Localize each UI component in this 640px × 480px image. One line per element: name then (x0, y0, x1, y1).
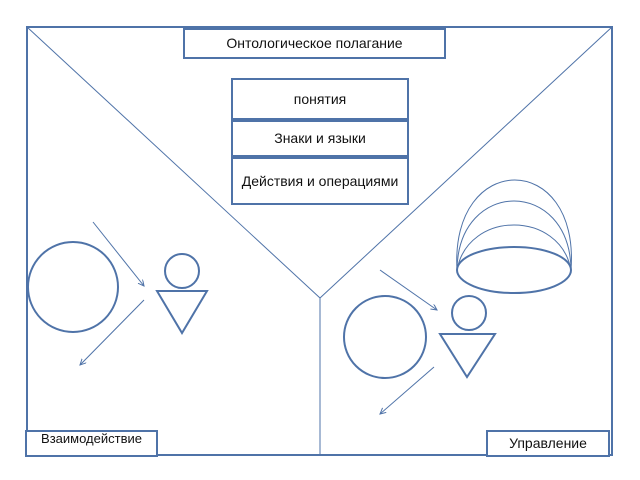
right-large-circle (343, 295, 427, 379)
signs-and-languages-box: Знаки и языки (231, 120, 409, 157)
left-arrow-upper (92, 221, 144, 286)
dome-base-ellipse (456, 246, 572, 294)
dome-middle-arc (456, 200, 572, 271)
right-arrow-lower (380, 366, 435, 414)
divider-left-diagonal (26, 26, 321, 299)
concepts-box: понятия (231, 78, 409, 120)
left-person-body (155, 290, 209, 335)
actions-and-operations-box: Действия и операциями (231, 157, 409, 205)
interaction-label-box: Взаимодействие (25, 430, 158, 457)
dome-outer-arc (456, 179, 572, 271)
management-label-box: Управление (486, 430, 610, 457)
ontological-positing-box: Онтологическое полагание (183, 28, 446, 59)
left-arrow-lower (80, 299, 145, 365)
divider-right-diagonal (319, 26, 613, 299)
left-large-circle (27, 241, 119, 333)
right-person-body (438, 333, 497, 379)
dome-inner-arc (456, 224, 572, 271)
left-person-head (164, 253, 200, 289)
right-arrow-upper (379, 269, 437, 310)
right-person-head (451, 295, 487, 331)
